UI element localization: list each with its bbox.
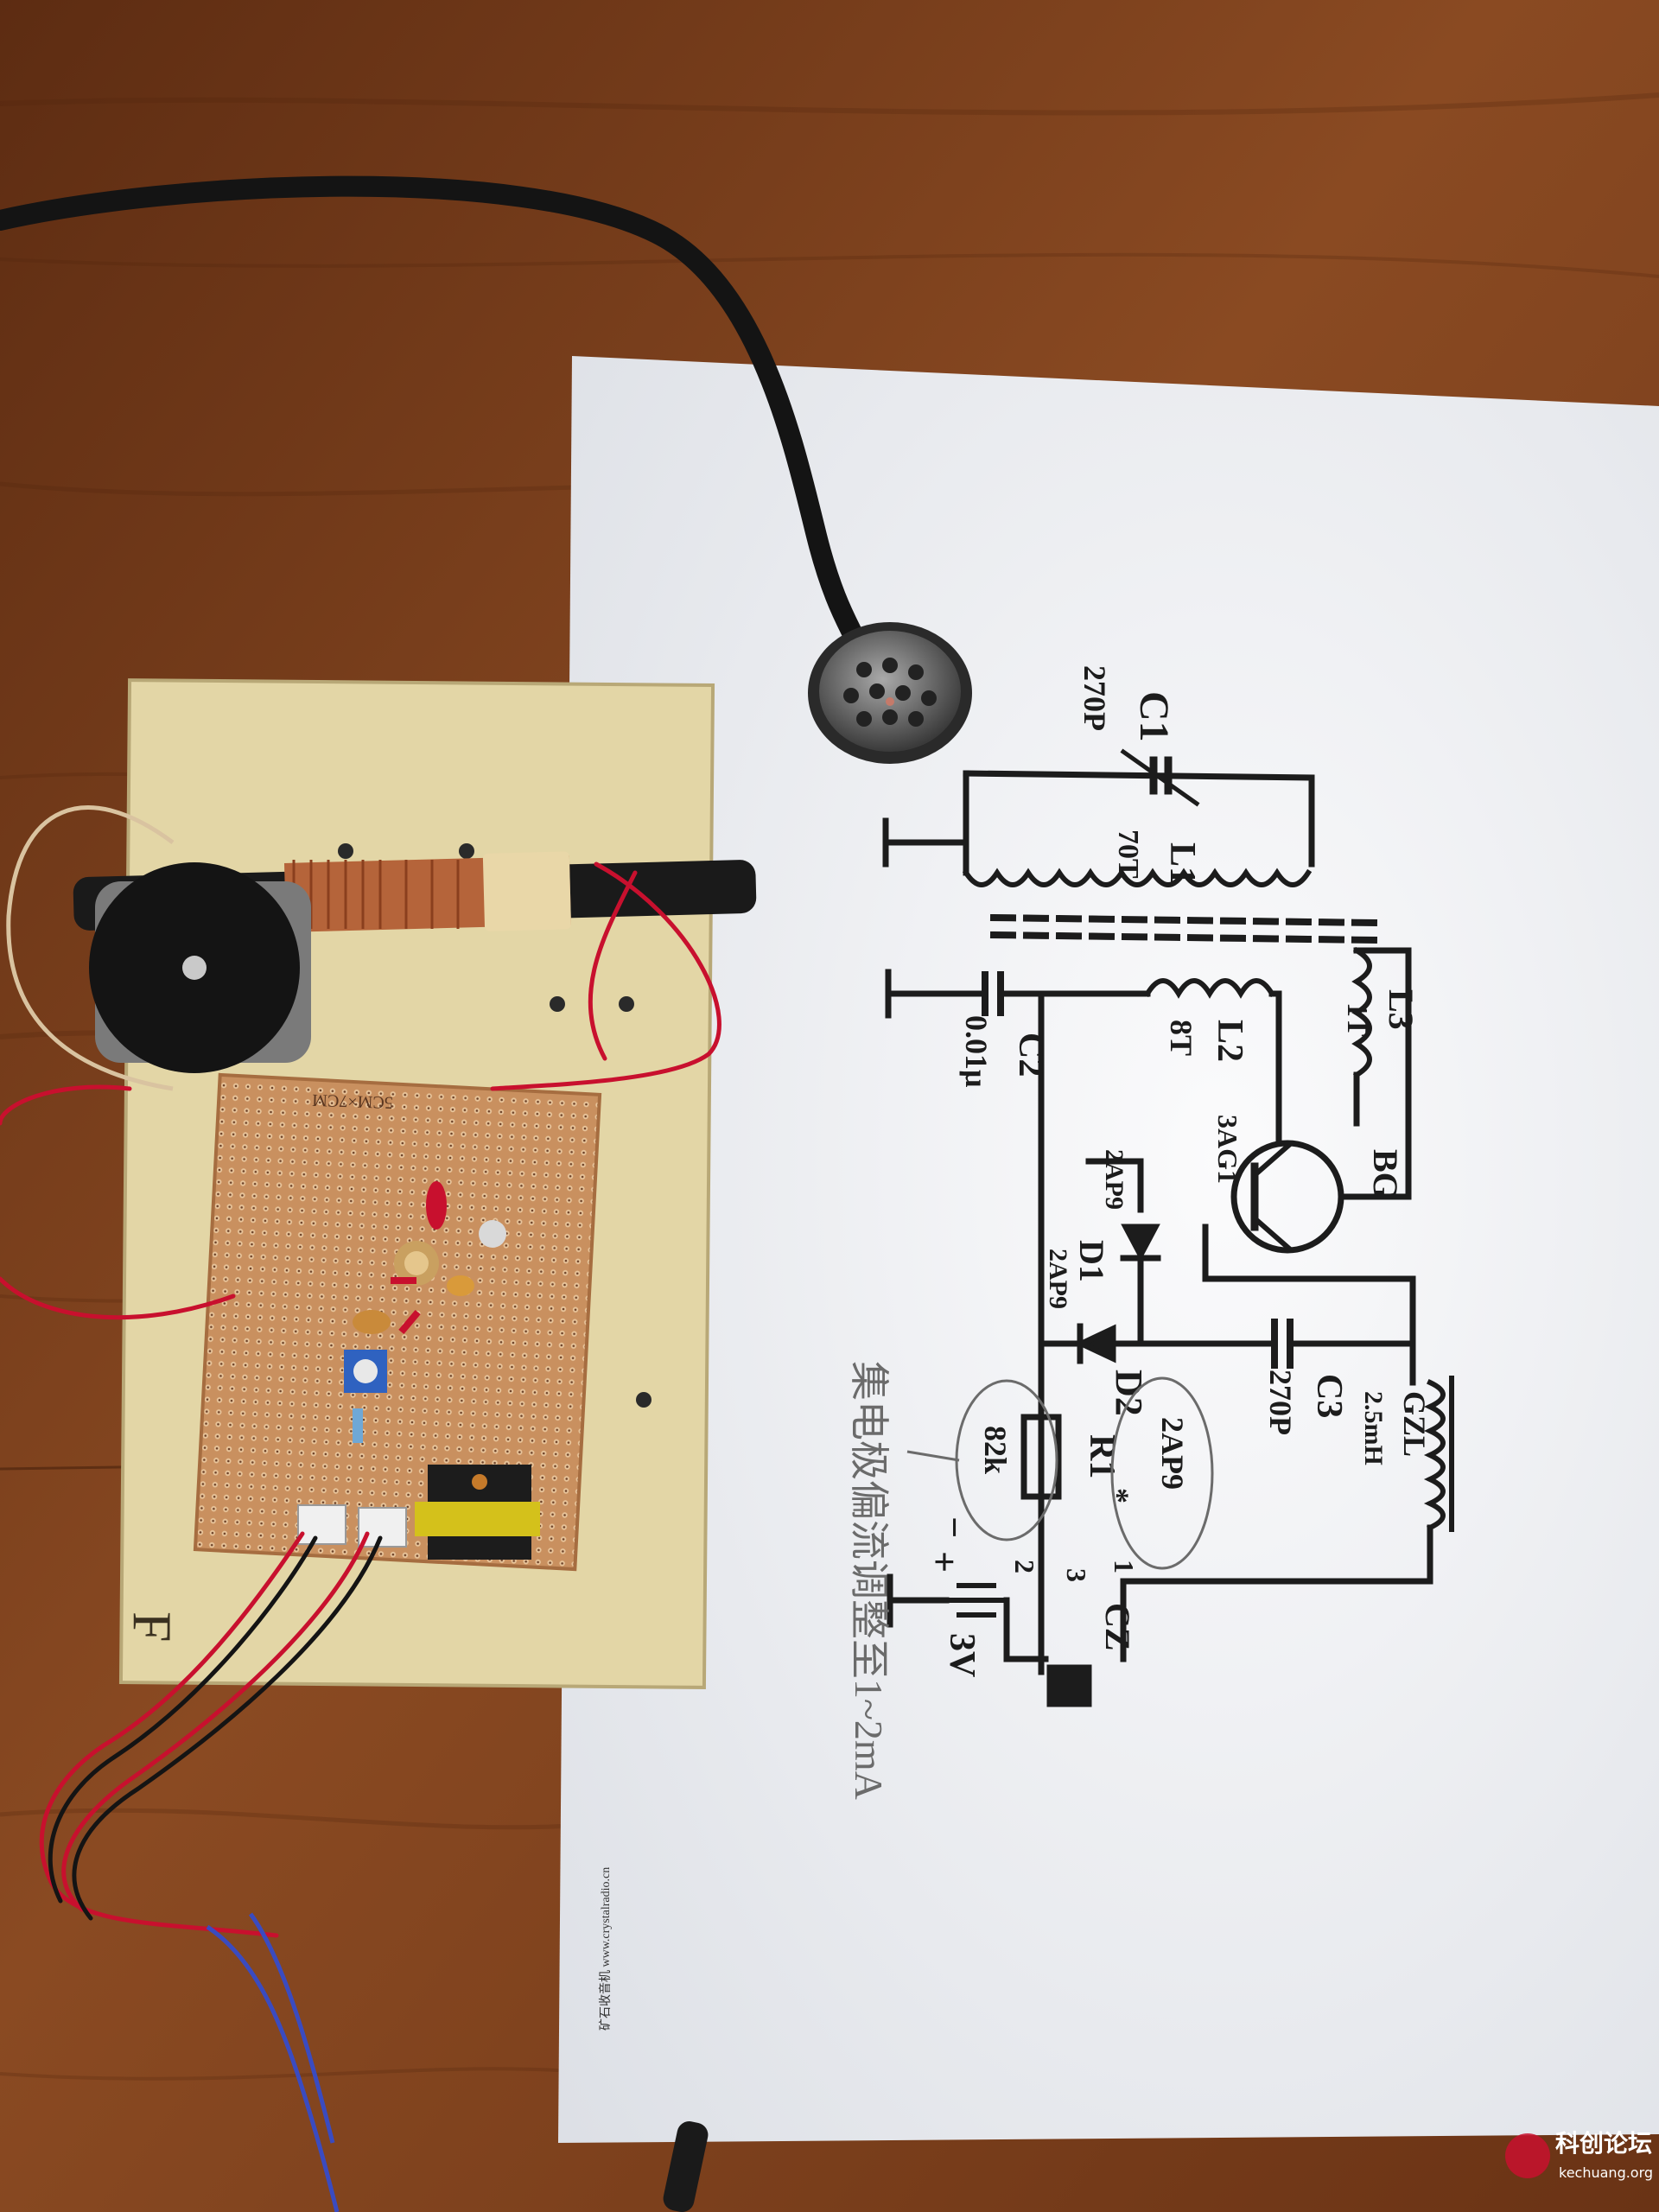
label-c1-value: 270P [1077,665,1112,731]
jack-cz [1046,1664,1092,1707]
label-gzl-value: 2.5mH [1359,1391,1388,1465]
schematic-labels: C1 270P L1 70T L2 8T L3 1T C2 0.01μ 3AG1 [923,665,1432,1677]
schematic-paper [558,356,1659,2143]
wire-l2-collector [1268,990,1282,1144]
handwritten-note: 集电极偏流调整至1~2mA [847,1361,891,1800]
label-pin-2: 2 [1009,1560,1040,1573]
coil-l3 [1351,946,1372,1079]
label-r1-value: 82k [978,1426,1013,1474]
label-transistor-name: BG [1366,1149,1405,1199]
pcb-silkscreen: 5CM×7CM [312,1090,393,1112]
resistor-82k [353,1408,363,1443]
choke-gzl [1423,1379,1446,1531]
label-d2-type: 2AP9 [1155,1417,1190,1490]
label-battery-voltage: 3V [942,1633,982,1677]
diode-1 [391,1277,416,1284]
ferrite-core-line-2 [989,931,1378,944]
diode-d1 [1121,1224,1160,1262]
label-c2-value: 0.01μ [959,1015,994,1087]
label-d1: D1 [1072,1240,1111,1282]
label-l3: L3 [1382,989,1421,1030]
earphone-cable [0,175,861,641]
label-pin-1: 1 [1109,1560,1140,1573]
ferrite-core-line-1 [989,913,1378,927]
blue-wires [206,1912,340,2212]
wire-tank-top [963,770,1315,868]
capacitor-c1-arrow [1120,748,1200,807]
earphone-speaker [808,622,972,764]
board-mark: F [122,1611,183,1643]
label-l2: L2 [1210,1020,1249,1062]
wire-d1-top [1085,1158,1144,1213]
electrolytic-capacitor [479,1220,506,1248]
black-wires [48,1535,383,1921]
wire-c3-gzl [1287,1340,1416,1386]
watermark-url: kechuang.org [1559,2164,1653,2181]
label-l1-turns: 70T [1112,830,1144,879]
label-transistor-type: 3AG1 [1212,1115,1243,1184]
red-wires [0,861,721,1938]
perfboard-components [297,1181,540,1560]
transistor-collector [1250,1141,1294,1179]
label-l2-turns: 8T [1164,1020,1198,1056]
ceramic-capacitor-2 [447,1275,474,1296]
label-c1: C1 [1131,691,1177,742]
connector-1 [297,1504,346,1545]
coil-l2 [1143,978,1276,999]
wire-battery-cz [1003,1597,1049,1662]
perfboard [193,1072,602,1572]
transistor-emitter [1250,1214,1294,1253]
coil-l1 [962,868,1313,887]
potentiometer-shaft [663,2121,709,2212]
antenna-wire-loop [6,805,175,1091]
diode-2 [398,1309,421,1335]
label-d1-type: 2AP9 [1100,1149,1128,1210]
label-gzl: GZL [1397,1391,1432,1457]
paper-footer: 矿石收音机 www.crystalradio.cn [598,1867,613,2031]
label-d2: D2 [1108,1370,1150,1416]
wire-gzl-bottom [1120,1524,1433,1585]
label-l3-turns: 1T [1341,1002,1373,1037]
label-battery-plus: + [923,1551,965,1573]
watermark-name: 科创论坛 [1555,2129,1652,2158]
tuning-capacitor [89,862,311,1073]
label-d1-type-2: 2AP9 [1044,1249,1072,1309]
label-star: * [1101,1488,1135,1503]
ceramic-capacitor-1 [426,1181,447,1230]
label-c2: C2 [1011,1033,1051,1077]
pencil-arrow [906,1450,960,1462]
wire-l3-right [1353,947,1412,1196]
pencil-circle-d2 [1110,1376,1214,1570]
label-cz: CZ [1098,1603,1137,1651]
pencil-annotations [906,1376,1214,1570]
label-battery-minus: − [933,1516,976,1538]
label-pin-3: 3 [1061,1568,1092,1582]
watermark: 科创论坛 kechuang.org [1505,2129,1653,2181]
wire-base [1202,1224,1416,1386]
ceramic-capacitor-3 [353,1310,391,1334]
label-c3-value: 270P [1263,1370,1298,1435]
label-c3: C3 [1309,1374,1349,1418]
schematic-diagram [882,748,1454,1707]
label-l1: L1 [1162,842,1202,885]
